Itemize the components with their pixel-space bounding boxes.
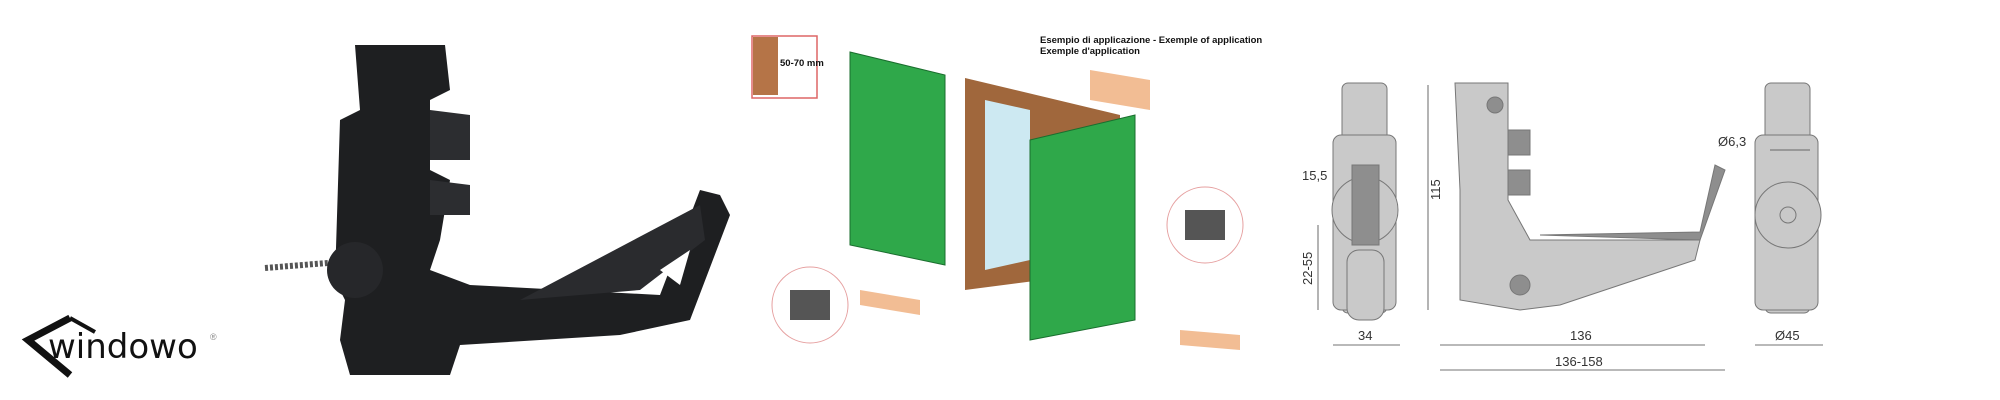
- thickness-label: 50-70 mm: [780, 58, 824, 69]
- dim-height: 115: [1428, 179, 1443, 200]
- dim-adjust-range: 22-55: [1300, 252, 1315, 285]
- screw-icon: [264, 259, 341, 271]
- product-photo-shutter-stop: [264, 45, 730, 375]
- left-shutter: [849, 51, 946, 266]
- caption-line1: Esempio di applicazione - Exemple of app…: [1040, 35, 1262, 46]
- dim-hole-diameter: Ø6,3: [1718, 134, 1746, 149]
- dim-disc-diameter: Ø45: [1775, 328, 1800, 343]
- logo-registered-mark: ®: [210, 332, 217, 342]
- dim-base-width: 34: [1358, 328, 1372, 343]
- right-shutter: [1029, 114, 1136, 341]
- logo-text: windowo: [48, 327, 198, 367]
- dimension-lines: [1317, 85, 1823, 371]
- dim-length: 136: [1570, 328, 1592, 343]
- application-diagram: 50-70 mm Esempio di applicazione - Exemp…: [751, 35, 1262, 350]
- dim-slot-width: 15,5: [1302, 168, 1327, 183]
- windowo-logo: windowo ®: [21, 314, 217, 378]
- technical-drawing: [1331, 82, 1822, 321]
- caption-line2: Exemple d'application: [1040, 46, 1140, 57]
- logo-diamond-icon: [21, 314, 73, 378]
- dim-length-range: 136-158: [1555, 354, 1603, 369]
